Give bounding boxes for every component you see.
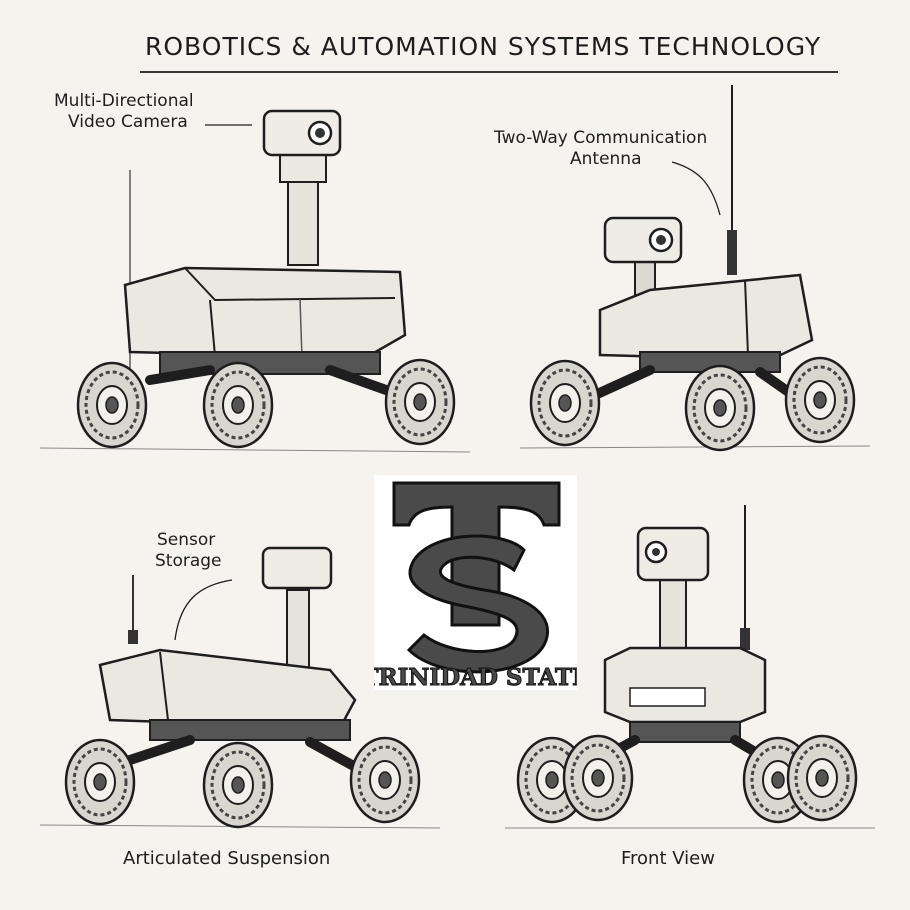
caption-front-view: Front View bbox=[621, 848, 715, 869]
callout-leaders bbox=[174, 124, 721, 641]
antenna-label-line2: Antenna bbox=[570, 149, 642, 169]
trinidad-state-logo: TRINIDAD STATE bbox=[361, 475, 590, 692]
caption-articulated-suspension: Articulated Suspension bbox=[123, 848, 331, 869]
robot-three-quarter-view bbox=[519, 85, 871, 452]
ts-monogram-graphic: TRINIDAD STATE bbox=[361, 481, 590, 692]
robot-suspension-view bbox=[39, 546, 441, 829]
logo-wordmark: TRINIDAD STATE bbox=[374, 664, 577, 690]
sensor-label-line2: Storage bbox=[155, 551, 222, 571]
camera-label-line1: Multi-Directional bbox=[54, 91, 194, 111]
page-title: ROBOTICS & AUTOMATION SYSTEMS TECHNOLOGY bbox=[145, 32, 822, 61]
antenna-label-line1: Two-Way Communication bbox=[494, 128, 708, 148]
sensor-label: Sensor Storage bbox=[155, 530, 222, 572]
camera-label-line2: Video Camera bbox=[68, 112, 188, 132]
title-underline bbox=[140, 71, 838, 73]
robot-front-view bbox=[505, 505, 875, 829]
sensor-label-line1: Sensor bbox=[157, 530, 216, 550]
camera-label: Multi-Directional Video Camera bbox=[54, 91, 194, 133]
antenna-label: Two-Way Communication Antenna bbox=[494, 128, 707, 170]
robot-side-view bbox=[39, 109, 471, 453]
